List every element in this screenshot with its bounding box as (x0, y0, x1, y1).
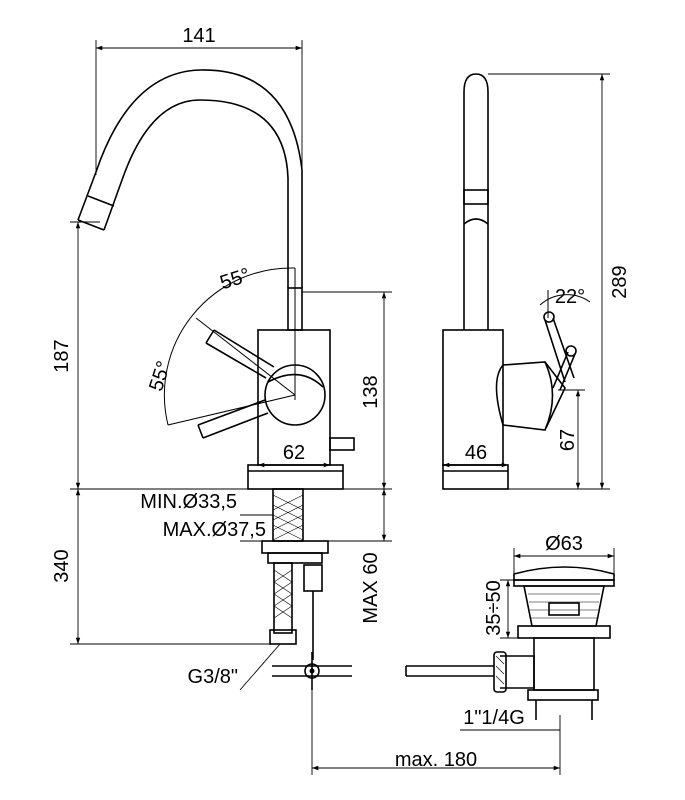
spout-outer (77, 69, 303, 288)
dim-waste-thread: 1"1/4G (463, 707, 525, 729)
lever-angle-arc (163, 267, 296, 426)
lever-lower (197, 399, 269, 439)
dim-side-total-height: 289 (609, 265, 631, 298)
dim-body-height: 138 (360, 375, 382, 408)
base-plate (247, 464, 344, 490)
dim-rod-reach: max. 180 (395, 749, 477, 771)
waste-view: Ø63 35÷50 1"1/4G (405, 533, 615, 731)
dim-hole-min: MIN.Ø33,5 (140, 491, 237, 513)
dim-waste-diameter: Ø63 (545, 533, 583, 555)
dim-below-counter: 340 (51, 549, 73, 582)
spout-inner (103, 99, 289, 288)
aerator-tip (77, 219, 105, 231)
dim-spout-reach: 141 (182, 25, 215, 47)
side-view: 289 22° 67 46 (442, 73, 631, 490)
dim-connector: G3/8" (188, 666, 238, 688)
dim-total-height: 187 (51, 339, 73, 372)
side-spout (463, 73, 489, 330)
lever-upper (205, 329, 275, 379)
dim-lever-angle-bottom: 55° (145, 358, 175, 394)
dim-side-lever-height: 67 (557, 429, 579, 451)
dim-waste-range: 35÷50 (483, 580, 505, 635)
dim-max-thickness: MAX 60 (360, 552, 382, 623)
dim-side-angle: 22° (555, 286, 585, 308)
front-view: 141 187 55° 55° 138 62 MIN.Ø33,5 MAX.Ø37… (51, 25, 561, 775)
dim-hole-max: MAX.Ø37,5 (163, 519, 266, 541)
dim-lever-angle-top: 55° (217, 264, 253, 294)
waste-cap (513, 566, 615, 581)
side-base (442, 464, 509, 490)
dim-body-width: 62 (283, 442, 305, 464)
dim-side-width: 46 (465, 442, 487, 464)
